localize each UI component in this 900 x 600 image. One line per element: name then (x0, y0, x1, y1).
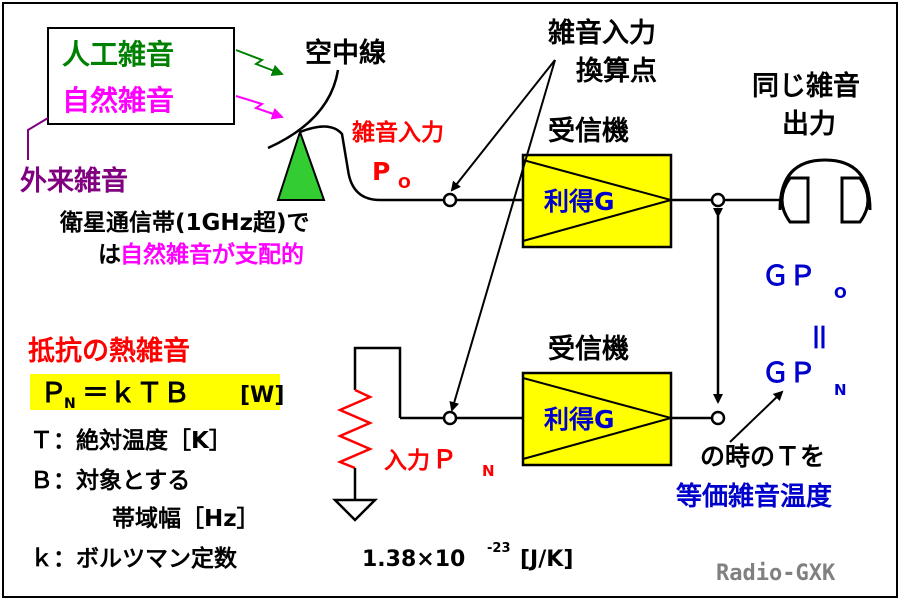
def-k-prefix: ｋ：ボルツマン定数 (30, 545, 238, 572)
def-t: Ｔ：絶対温度［K］ (30, 427, 232, 454)
thermal-noise-title: 抵抗の熱雑音 (28, 335, 190, 367)
upper-receiver-gain: 利得G (544, 187, 615, 216)
equation-gpn-sub: N (834, 381, 847, 399)
natural-noise-label: 自然雑音 (62, 84, 174, 117)
def-b-line1: Ｂ：対象とする (30, 467, 190, 494)
headphone-left-cup (780, 176, 810, 224)
lower-input-symbol: Ｐ (432, 445, 457, 474)
upper-input-node (442, 192, 458, 208)
when-t-arrow (729, 390, 784, 443)
lower-input-subscript: N (482, 462, 495, 480)
satellite-note-line1: 衛星通信帯(1GHz超)で (59, 209, 310, 236)
external-noise-bracket (27, 117, 49, 160)
def-k-exp: -23 (487, 541, 511, 556)
upper-input-label: 雑音入力 (351, 119, 444, 146)
equiv-temp-label: 等価雑音温度 (676, 481, 832, 512)
external-noise-label: 外来雑音 (20, 165, 128, 197)
def-b-line2: 帯域幅［Hz］ (112, 505, 260, 532)
same-output-line2: 出力 (782, 109, 836, 140)
antenna-label: 空中線 (305, 37, 386, 69)
artificial-noise-arrow (235, 49, 284, 77)
conversion-point-line1: 雑音入力 (547, 17, 656, 49)
lower-input-label: 入力 (384, 448, 430, 474)
conversion-arrow-upper (450, 59, 556, 192)
formula-rhs: ＝ｋＴＢ (82, 378, 190, 409)
formula-lhs-sub: N (64, 396, 76, 412)
watermark: Radio-GXK (716, 561, 836, 586)
upper-output-node (710, 192, 726, 208)
natural-noise-arrow (235, 95, 284, 120)
headphone-right-cup (840, 176, 870, 224)
when-t-label: の時のＴを (700, 442, 825, 471)
satellite-note-prefix: は (98, 242, 121, 268)
formula-highlight (30, 374, 280, 410)
def-k-value: 1.38×10 (362, 547, 465, 572)
lower-receiver-gain: 利得G (544, 405, 615, 434)
same-output-line1: 同じ雑音 (752, 70, 860, 102)
noise-source-box (47, 27, 235, 125)
equation-gpn: ＧＰ (762, 358, 816, 389)
equation-gpo-sub: O (834, 284, 847, 302)
resistor-symbol (336, 388, 374, 470)
antenna-mast (276, 128, 326, 201)
def-k-unit: [J/K] (520, 547, 573, 572)
equation-equals: ＝ (800, 322, 835, 352)
lower-input-node (442, 410, 458, 426)
lower-output-node (710, 410, 726, 426)
conversion-arrow-lower (449, 59, 556, 412)
upper-receiver-title: 受信機 (548, 115, 629, 147)
ground-icon (331, 498, 379, 522)
resistor-top-wire (353, 346, 402, 418)
upper-input-symbol: P (372, 157, 390, 186)
satellite-note-highlight: 自然雑音が支配的 (120, 241, 304, 268)
formula-unit: [W] (240, 383, 284, 408)
formula-lhs: Ｐ (40, 378, 67, 409)
headphone-band (778, 158, 872, 211)
equation-gpo: ＧＰ (762, 261, 816, 292)
artificial-noise-label: 人工雑音 (62, 38, 174, 71)
antenna-dish (267, 69, 340, 150)
lower-receiver-title: 受信機 (548, 333, 629, 365)
antenna-feed-line (299, 125, 444, 202)
upper-input-subscript: O (398, 174, 411, 192)
conversion-point-line2: 換算点 (576, 55, 657, 87)
lower-receiver-box (521, 371, 673, 467)
